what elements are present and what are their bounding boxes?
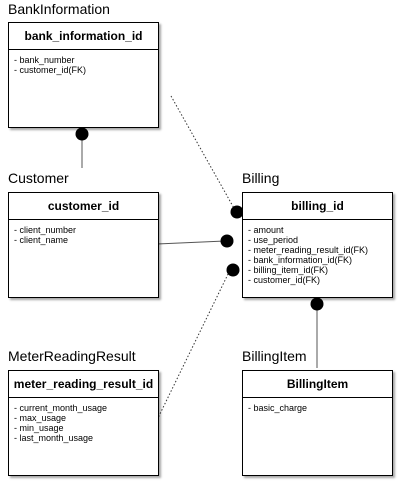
attribute-item: - billing_item_id(FK): [248, 265, 329, 275]
attribute-item: - meter_reading_result_id(FK): [248, 245, 369, 255]
customer-entity[interactable]: customer_id - client_number - client_nam…: [8, 192, 159, 298]
billing-header: billing_id: [243, 193, 392, 220]
billing-item-entity[interactable]: BillingItem - basic_charge: [242, 370, 393, 476]
attribute-item: - current_month_usage: [14, 403, 108, 413]
relation-endpoint-dot: [226, 263, 240, 277]
meter-reading-result-title: MeterReadingResult: [8, 348, 136, 364]
meter-reading-result-header: meter_reading_result_id: [9, 371, 158, 398]
relation-endpoint-dot: [230, 205, 244, 219]
attribute-item: - min_usage: [14, 423, 64, 433]
billing-item-title: BillingItem: [242, 348, 307, 364]
billing-item-header: BillingItem: [243, 371, 392, 398]
meter-reading-result-attributes: - current_month_usage - max_usage - min_…: [9, 398, 158, 443]
billing-entity[interactable]: billing_id - amount - use_period - meter…: [242, 192, 393, 298]
attribute-item: - customer_id(FK): [14, 65, 87, 75]
relation-bank-information-billing: [170, 95, 236, 211]
billing-attributes: - amount - use_period - meter_reading_re…: [243, 220, 392, 285]
bank-information-entity[interactable]: bank_information_id - bank_number - cust…: [8, 22, 159, 128]
billing-title: Billing: [242, 170, 280, 186]
attribute-item: - bank_information_id(FK): [248, 255, 353, 265]
attribute-item: - max_usage: [14, 413, 67, 423]
relation-customer-billing: [156, 240, 226, 245]
attribute-item: - client_name: [14, 235, 69, 245]
attribute-item: - bank_number: [14, 55, 75, 65]
attribute-item: - use_period: [248, 235, 299, 245]
customer-title: Customer: [8, 170, 69, 186]
attribute-item: - client_number: [14, 225, 77, 235]
relation-meter-reading-billing: [156, 269, 231, 421]
bank-information-header: bank_information_id: [9, 23, 158, 50]
customer-attributes: - client_number - client_name: [9, 220, 158, 245]
billing-item-attributes: - basic_charge: [243, 398, 392, 413]
attribute-item: - amount: [248, 225, 284, 235]
meter-reading-result-entity[interactable]: meter_reading_result_id - current_month_…: [8, 370, 159, 476]
attribute-item: - last_month_usage: [14, 433, 94, 443]
customer-header: customer_id: [9, 193, 158, 220]
attribute-item: - basic_charge: [248, 403, 308, 413]
bank-information-attributes: - bank_number - customer_id(FK): [9, 50, 158, 75]
relation-endpoint-dot: [310, 297, 324, 311]
attribute-item: - customer_id(FK): [248, 275, 321, 285]
relation-endpoint-dot: [220, 234, 234, 248]
relation-endpoint-dot: [75, 127, 89, 141]
bank-information-title: BankInformation: [8, 1, 110, 17]
